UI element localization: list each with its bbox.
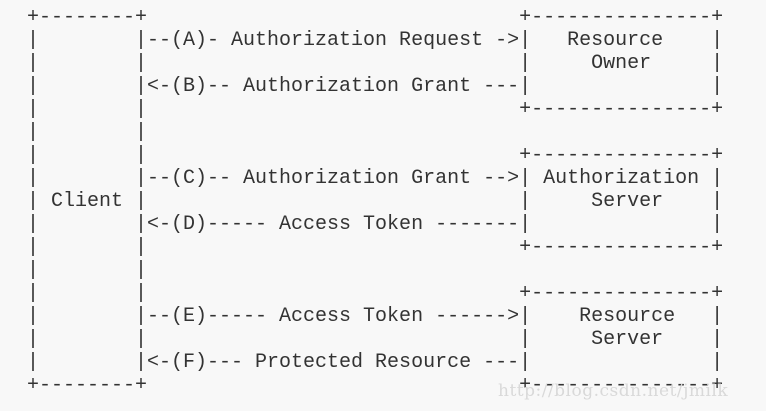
diagram-line: | | | Owner | [27, 52, 724, 75]
diagram-line: | |<-(D)----- Access Token -------| | [27, 213, 724, 236]
diagram-line: | | +---------------+ [27, 98, 724, 121]
diagram-line: | | [27, 259, 148, 282]
diagram-line: | | +---------------+ [27, 144, 724, 167]
diagram-line: | |--(E)----- Access Token ------>| Reso… [27, 305, 724, 328]
diagram-line: | |--(A)- Authorization Request ->| Reso… [27, 29, 724, 52]
diagram-line: | |<-(B)-- Authorization Grant ---| | [27, 75, 724, 98]
diagram-line: | | +---------------+ [27, 236, 724, 259]
watermark-url: http://blog.csdn.net/jmilk [498, 381, 729, 401]
diagram-line: | |<-(F)--- Protected Resource ---| | [27, 351, 724, 374]
diagram-line: | Client | | Server | [27, 190, 724, 213]
diagram-line: +--------+ +---------------+ [27, 374, 724, 397]
diagram-line: | | | Server | [27, 328, 724, 351]
diagram-line: | | [27, 121, 148, 144]
diagram-line: | |--(C)-- Authorization Grant -->| Auth… [27, 167, 724, 190]
oauth-flow-ascii-diagram: +--------+ +---------------+ | |--(A)- A… [27, 6, 723, 397]
diagram-line: +--------+ +---------------+ [27, 6, 724, 29]
diagram-line: | | +---------------+ [27, 282, 724, 305]
